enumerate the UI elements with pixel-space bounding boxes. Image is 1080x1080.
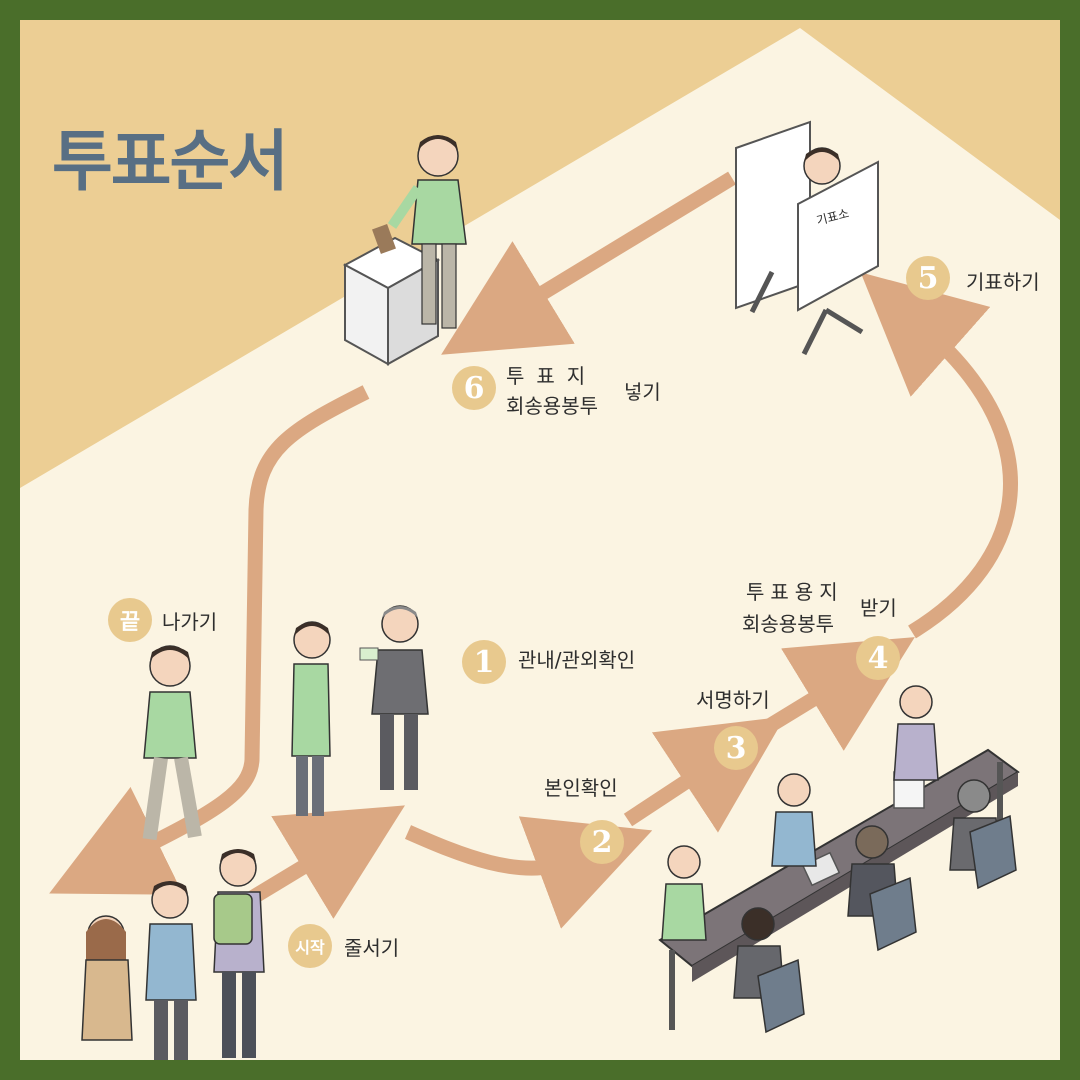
start-badge: 시작 xyxy=(288,924,332,968)
step-2-label: 본인확인 xyxy=(544,776,618,800)
step-3-badge: 3 xyxy=(714,726,758,770)
end-label: 나가기 xyxy=(162,610,218,634)
start-label: 줄서기 xyxy=(344,936,400,960)
arrow-4-to-5 xyxy=(860,272,1018,639)
step-4-label-line1: 투표용지 xyxy=(746,580,844,604)
checkin-table-scene xyxy=(658,685,1020,1034)
voter-figure xyxy=(387,135,467,329)
step-5-badge: 5 xyxy=(906,256,950,300)
back-wall xyxy=(20,20,1060,488)
arrow-3-to-4 xyxy=(762,637,915,751)
step-1-badge: 1 xyxy=(462,640,506,684)
step-6-label-line2: 회송용봉투 xyxy=(506,394,598,418)
step-5-label: 기표하기 xyxy=(966,270,1040,294)
ballot-box-scene xyxy=(342,135,467,366)
arrow-start-to-1 xyxy=(248,805,405,919)
step-6-label-suffix: 넣기 xyxy=(624,380,661,404)
voting-procedure-diagram: 투표순서 기표소 6 투표지 회송용봉투 넣기 5 기표하기 끝 나가기 1 관… xyxy=(20,20,1060,1060)
arrow-5-to-6 xyxy=(441,171,736,355)
exiting-voter xyxy=(142,645,202,841)
arrow-2-to-3 xyxy=(623,716,786,833)
illustration-layer xyxy=(49,120,1020,1060)
guide-scene xyxy=(291,605,429,816)
background xyxy=(20,20,1060,488)
page-title: 투표순서 xyxy=(52,123,289,200)
step-1-label: 관내/관외확인 xyxy=(518,648,636,672)
arrow-1-to-2 xyxy=(404,816,653,929)
step-4-label-suffix: 받기 xyxy=(860,596,897,620)
step-6-badge: 6 xyxy=(452,366,496,410)
step-2-badge: 2 xyxy=(580,820,624,864)
arrow-6-to-exit xyxy=(49,385,370,895)
step-4-badge: 4 xyxy=(856,636,900,680)
voting-booth-scene xyxy=(735,120,879,356)
step-4-label-line2: 회송용봉투 xyxy=(742,612,834,636)
queue-scene xyxy=(81,849,265,1060)
step-6-label-line1: 투표지 xyxy=(506,364,598,388)
end-badge: 끝 xyxy=(108,598,152,642)
step-3-label: 서명하기 xyxy=(696,688,770,712)
